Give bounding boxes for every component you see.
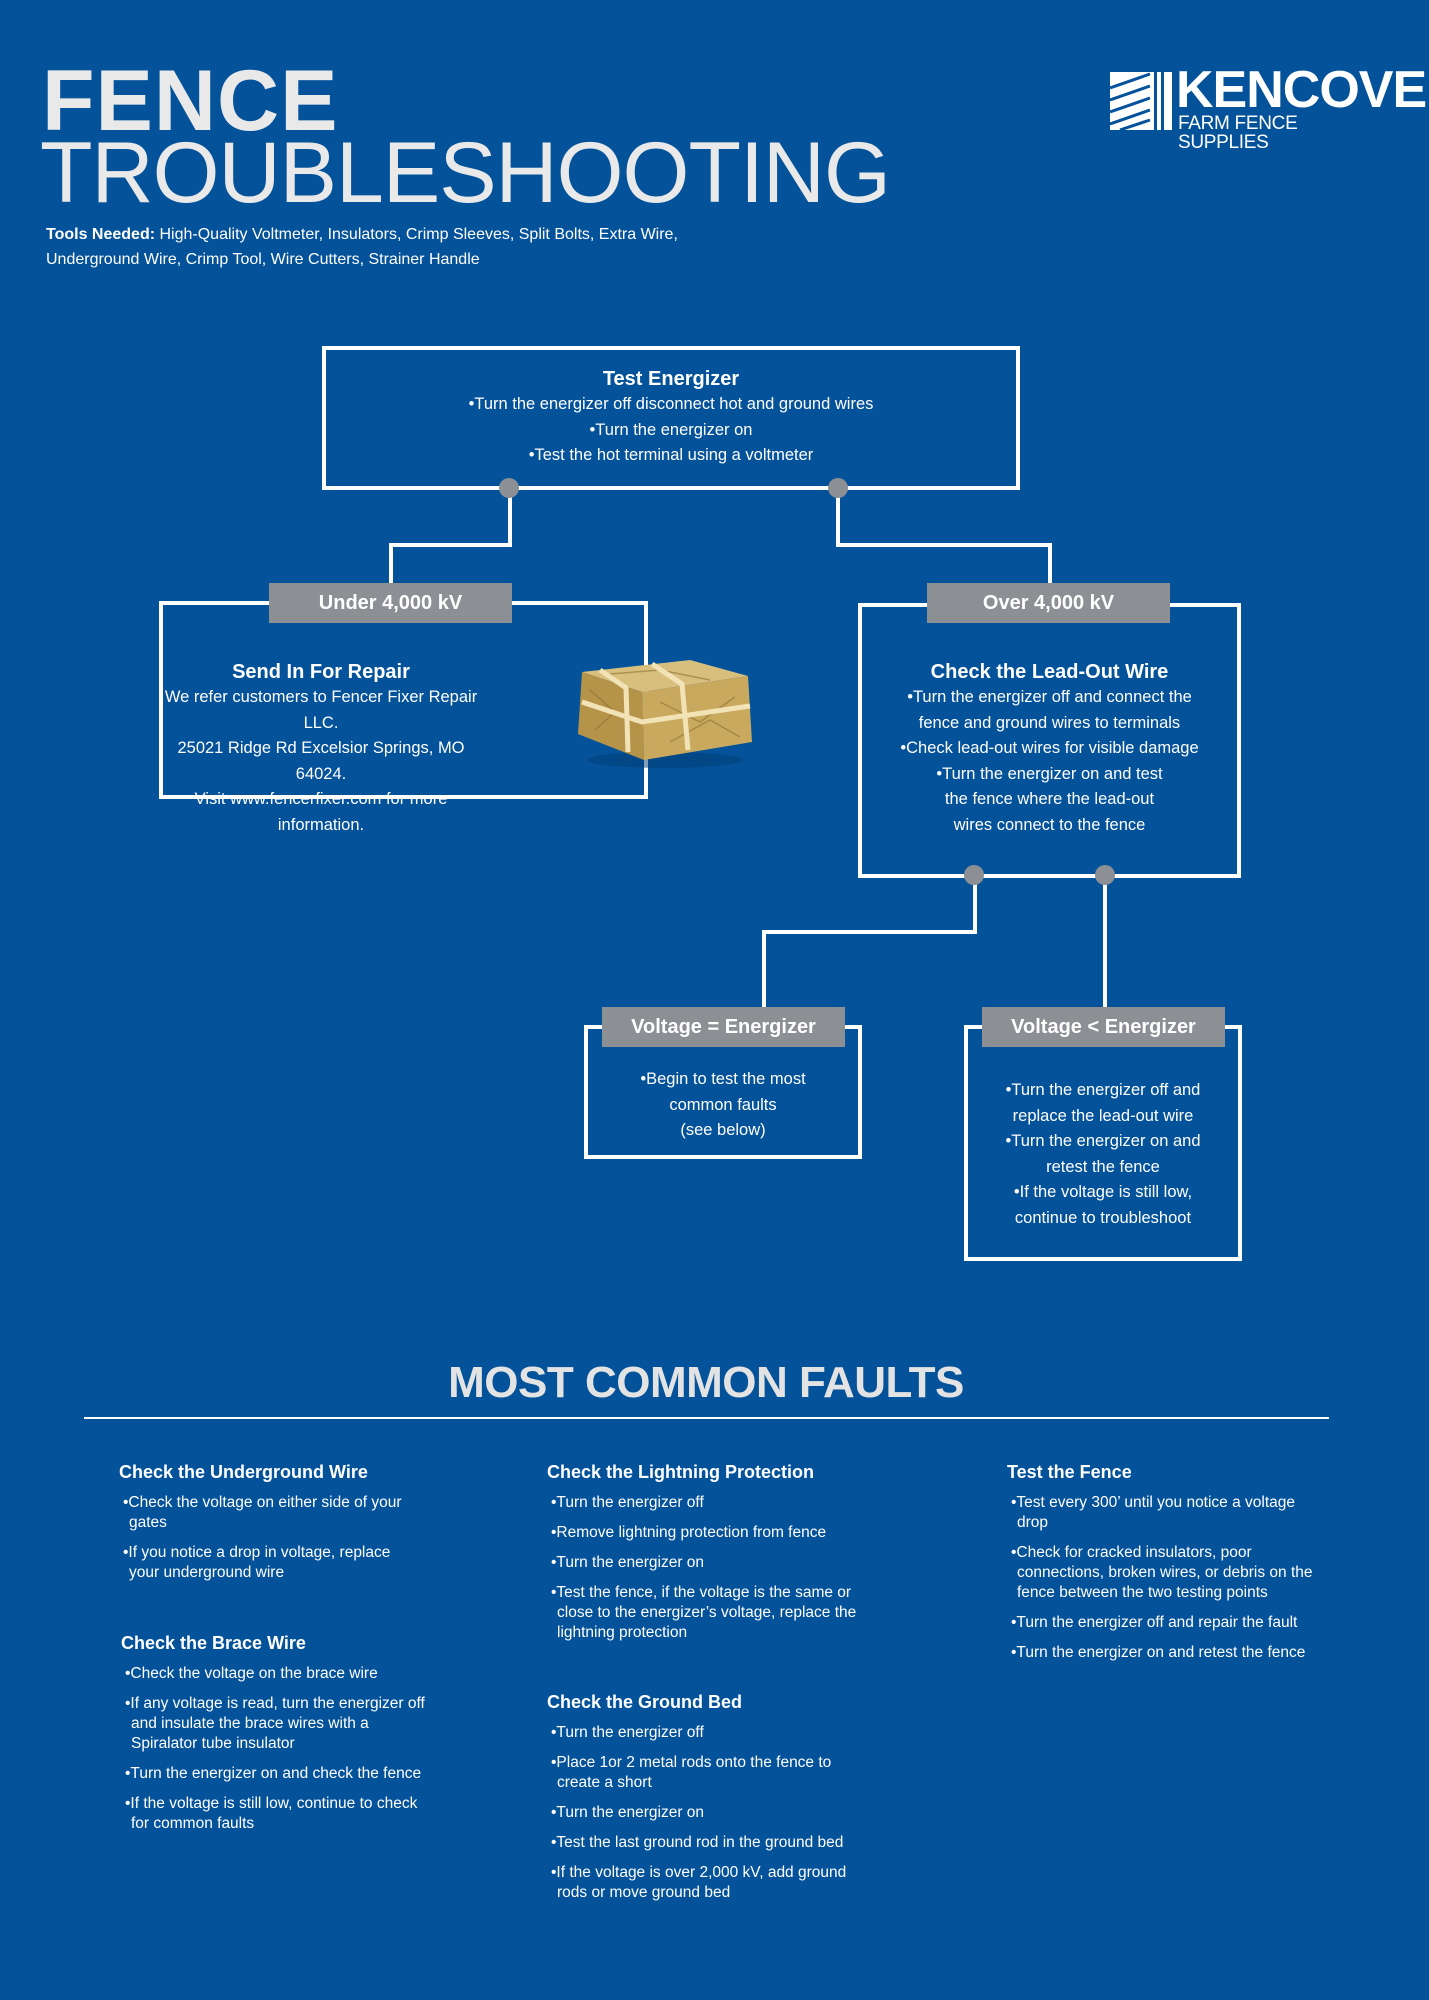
voltage-less-line: retest the fence	[1046, 1157, 1160, 1176]
fault-item: •Turn the energizer on	[551, 1554, 705, 1571]
fault-item: •Test the fence, if the voltage is the s…	[551, 1584, 857, 1641]
fault-section-title: Check the Underground Wire	[119, 1462, 368, 1482]
fault-item: •If the voltage is over 2,000 kV, add gr…	[551, 1864, 847, 1901]
voltage-equal-line: •Begin to test the most	[640, 1070, 806, 1088]
fault-item: •Test the last ground rod in the ground …	[551, 1834, 844, 1851]
lead-out-line: wires connect to the fence	[953, 815, 1146, 834]
flowchart-connectors	[389, 488, 1107, 1010]
fault-item: •Turn the energizer off and repair the f…	[1011, 1614, 1298, 1631]
tools-label: Tools Needed:	[46, 226, 156, 243]
under-4000-tag: Under 4,000 kV	[269, 583, 512, 623]
fault-section-ground-bed: Check the Ground Bed •Turn the energizer…	[547, 1690, 857, 1913]
voltage-less-line: replace the lead-out wire	[1012, 1106, 1194, 1125]
faults-title: MOST COMMON FAULTS	[448, 1358, 964, 1407]
fault-section-title: Check the Lightning Protection	[547, 1462, 815, 1482]
fault-item: •Turn the energizer on and retest the fe…	[1011, 1644, 1306, 1661]
test-energizer-line: •Turn the energizer on	[589, 420, 753, 439]
tools-needed: Tools Needed: High-Quality Voltmeter, In…	[46, 222, 686, 272]
fault-section-title: Check the Ground Bed	[547, 1692, 743, 1712]
repair-line: Visit www.fencerfixer.com for more infor…	[194, 790, 448, 834]
fault-item: •Turn the energizer on and check the fen…	[125, 1765, 422, 1782]
test-energizer-line: •Turn the energizer off disconnect hot a…	[468, 395, 874, 413]
voltage-equal-tag: Voltage = Energizer	[602, 1007, 845, 1047]
repair-line: 25021 Ridge Rd Excelsior Springs, MO 640…	[177, 739, 465, 783]
fault-item: •Turn the energizer off	[551, 1724, 704, 1741]
page-title-line2: TROUBLESHOOTING	[40, 125, 891, 221]
lead-out-line: the fence where the lead-out	[944, 790, 1155, 808]
logo-tagline: FARM FENCE SUPPLIES	[1178, 113, 1298, 153]
fault-item: •If the voltage is still low, continue t…	[125, 1795, 418, 1832]
check-lead-out-title: Check the Lead-Out Wire	[930, 661, 1169, 683]
test-energizer-title: Test Energizer	[602, 368, 740, 390]
fault-item: •Test every 300’ until you notice a volt…	[1011, 1494, 1296, 1531]
connector-dot	[828, 478, 848, 498]
voltage-equal-line: common faults	[669, 1095, 777, 1114]
fault-section-brace: Check the Brace Wire •Check the voltage …	[121, 1631, 431, 1844]
connector-dot	[1095, 865, 1115, 885]
voltage-less-line: continue to troubleshoot	[1014, 1208, 1192, 1227]
fault-item: •Place 1or 2 metal rods onto the fence t…	[551, 1754, 832, 1791]
voltage-less-line: •Turn the energizer off and	[1005, 1081, 1201, 1099]
lead-out-line: •Turn the energizer off and connect the	[907, 688, 1192, 706]
fault-section-lightning: Check the Lightning Protection •Turn the…	[547, 1460, 867, 1653]
fault-section-underground: Check the Underground Wire •Check the vo…	[119, 1460, 409, 1593]
fault-item: •Remove lightning protection from fence	[551, 1524, 827, 1541]
lead-out-line: fence and ground wires to terminals	[918, 713, 1181, 732]
repair-line: We refer customers to Fencer Fixer Repai…	[164, 688, 478, 732]
test-energizer-line: •Test the hot terminal using a voltmeter	[528, 446, 814, 464]
fault-item: •Turn the energizer on	[551, 1804, 705, 1821]
voltage-less-line: •Turn the energizer on and	[1005, 1132, 1201, 1150]
fault-item: •Check the voltage on the brace wire	[125, 1665, 378, 1682]
test-energizer-box: Test Energizer •Turn the energizer off d…	[322, 346, 1020, 490]
check-lead-out-box: Check the Lead-Out Wire •Turn the energi…	[858, 603, 1241, 878]
fault-item: •Turn the energizer off	[551, 1494, 704, 1511]
voltage-less-line: •If the voltage is still low,	[1013, 1183, 1193, 1201]
send-in-repair-title: Send In For Repair	[232, 661, 410, 683]
package-icon	[578, 660, 752, 768]
fault-section-test-fence: Test the Fence •Test every 300’ until yo…	[1007, 1460, 1327, 1673]
fault-section-title: Check the Brace Wire	[121, 1633, 306, 1653]
lead-out-line: •Turn the energizer on and test	[936, 764, 1163, 783]
fault-item: •If you notice a drop in voltage, replac…	[123, 1544, 391, 1581]
page-title-line1: FENCE	[42, 53, 339, 149]
fault-section-title: Test the Fence	[1007, 1462, 1132, 1482]
fault-item: •Check the voltage on either side of you…	[123, 1494, 402, 1531]
tools-text: High-Quality Voltmeter, Insulators, Crim…	[46, 226, 678, 268]
over-4000-tag: Over 4,000 kV	[927, 583, 1170, 623]
connector-dot	[499, 478, 519, 498]
logo-name: KENCOVE	[1176, 61, 1427, 119]
fence-roll-icon	[1110, 72, 1172, 132]
fault-item: •If any voltage is read, turn the energi…	[125, 1695, 425, 1752]
lead-out-line: •Check lead-out wires for visible damage	[900, 739, 1199, 757]
fault-item: •Check for cracked insulators, poor conn…	[1011, 1544, 1313, 1601]
voltage-less-box: •Turn the energizer off and replace the …	[964, 1025, 1242, 1261]
connector-dot	[964, 865, 984, 885]
kencove-logo: KENCOVE FARM FENCE SUPPLIES	[1110, 64, 1427, 152]
voltage-equal-line: (see below)	[680, 1121, 766, 1139]
faults-divider	[84, 1417, 1329, 1419]
voltage-less-tag: Voltage < Energizer	[982, 1007, 1225, 1047]
